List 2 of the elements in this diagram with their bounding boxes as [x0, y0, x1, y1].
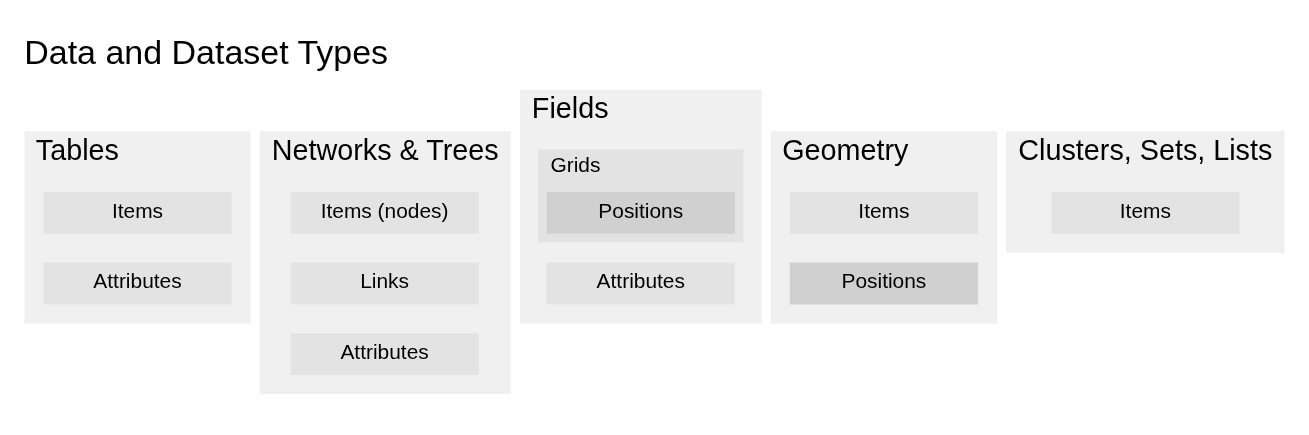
node-box: Positions	[789, 262, 978, 305]
diagram-title: Data and Dataset Types	[24, 32, 389, 71]
